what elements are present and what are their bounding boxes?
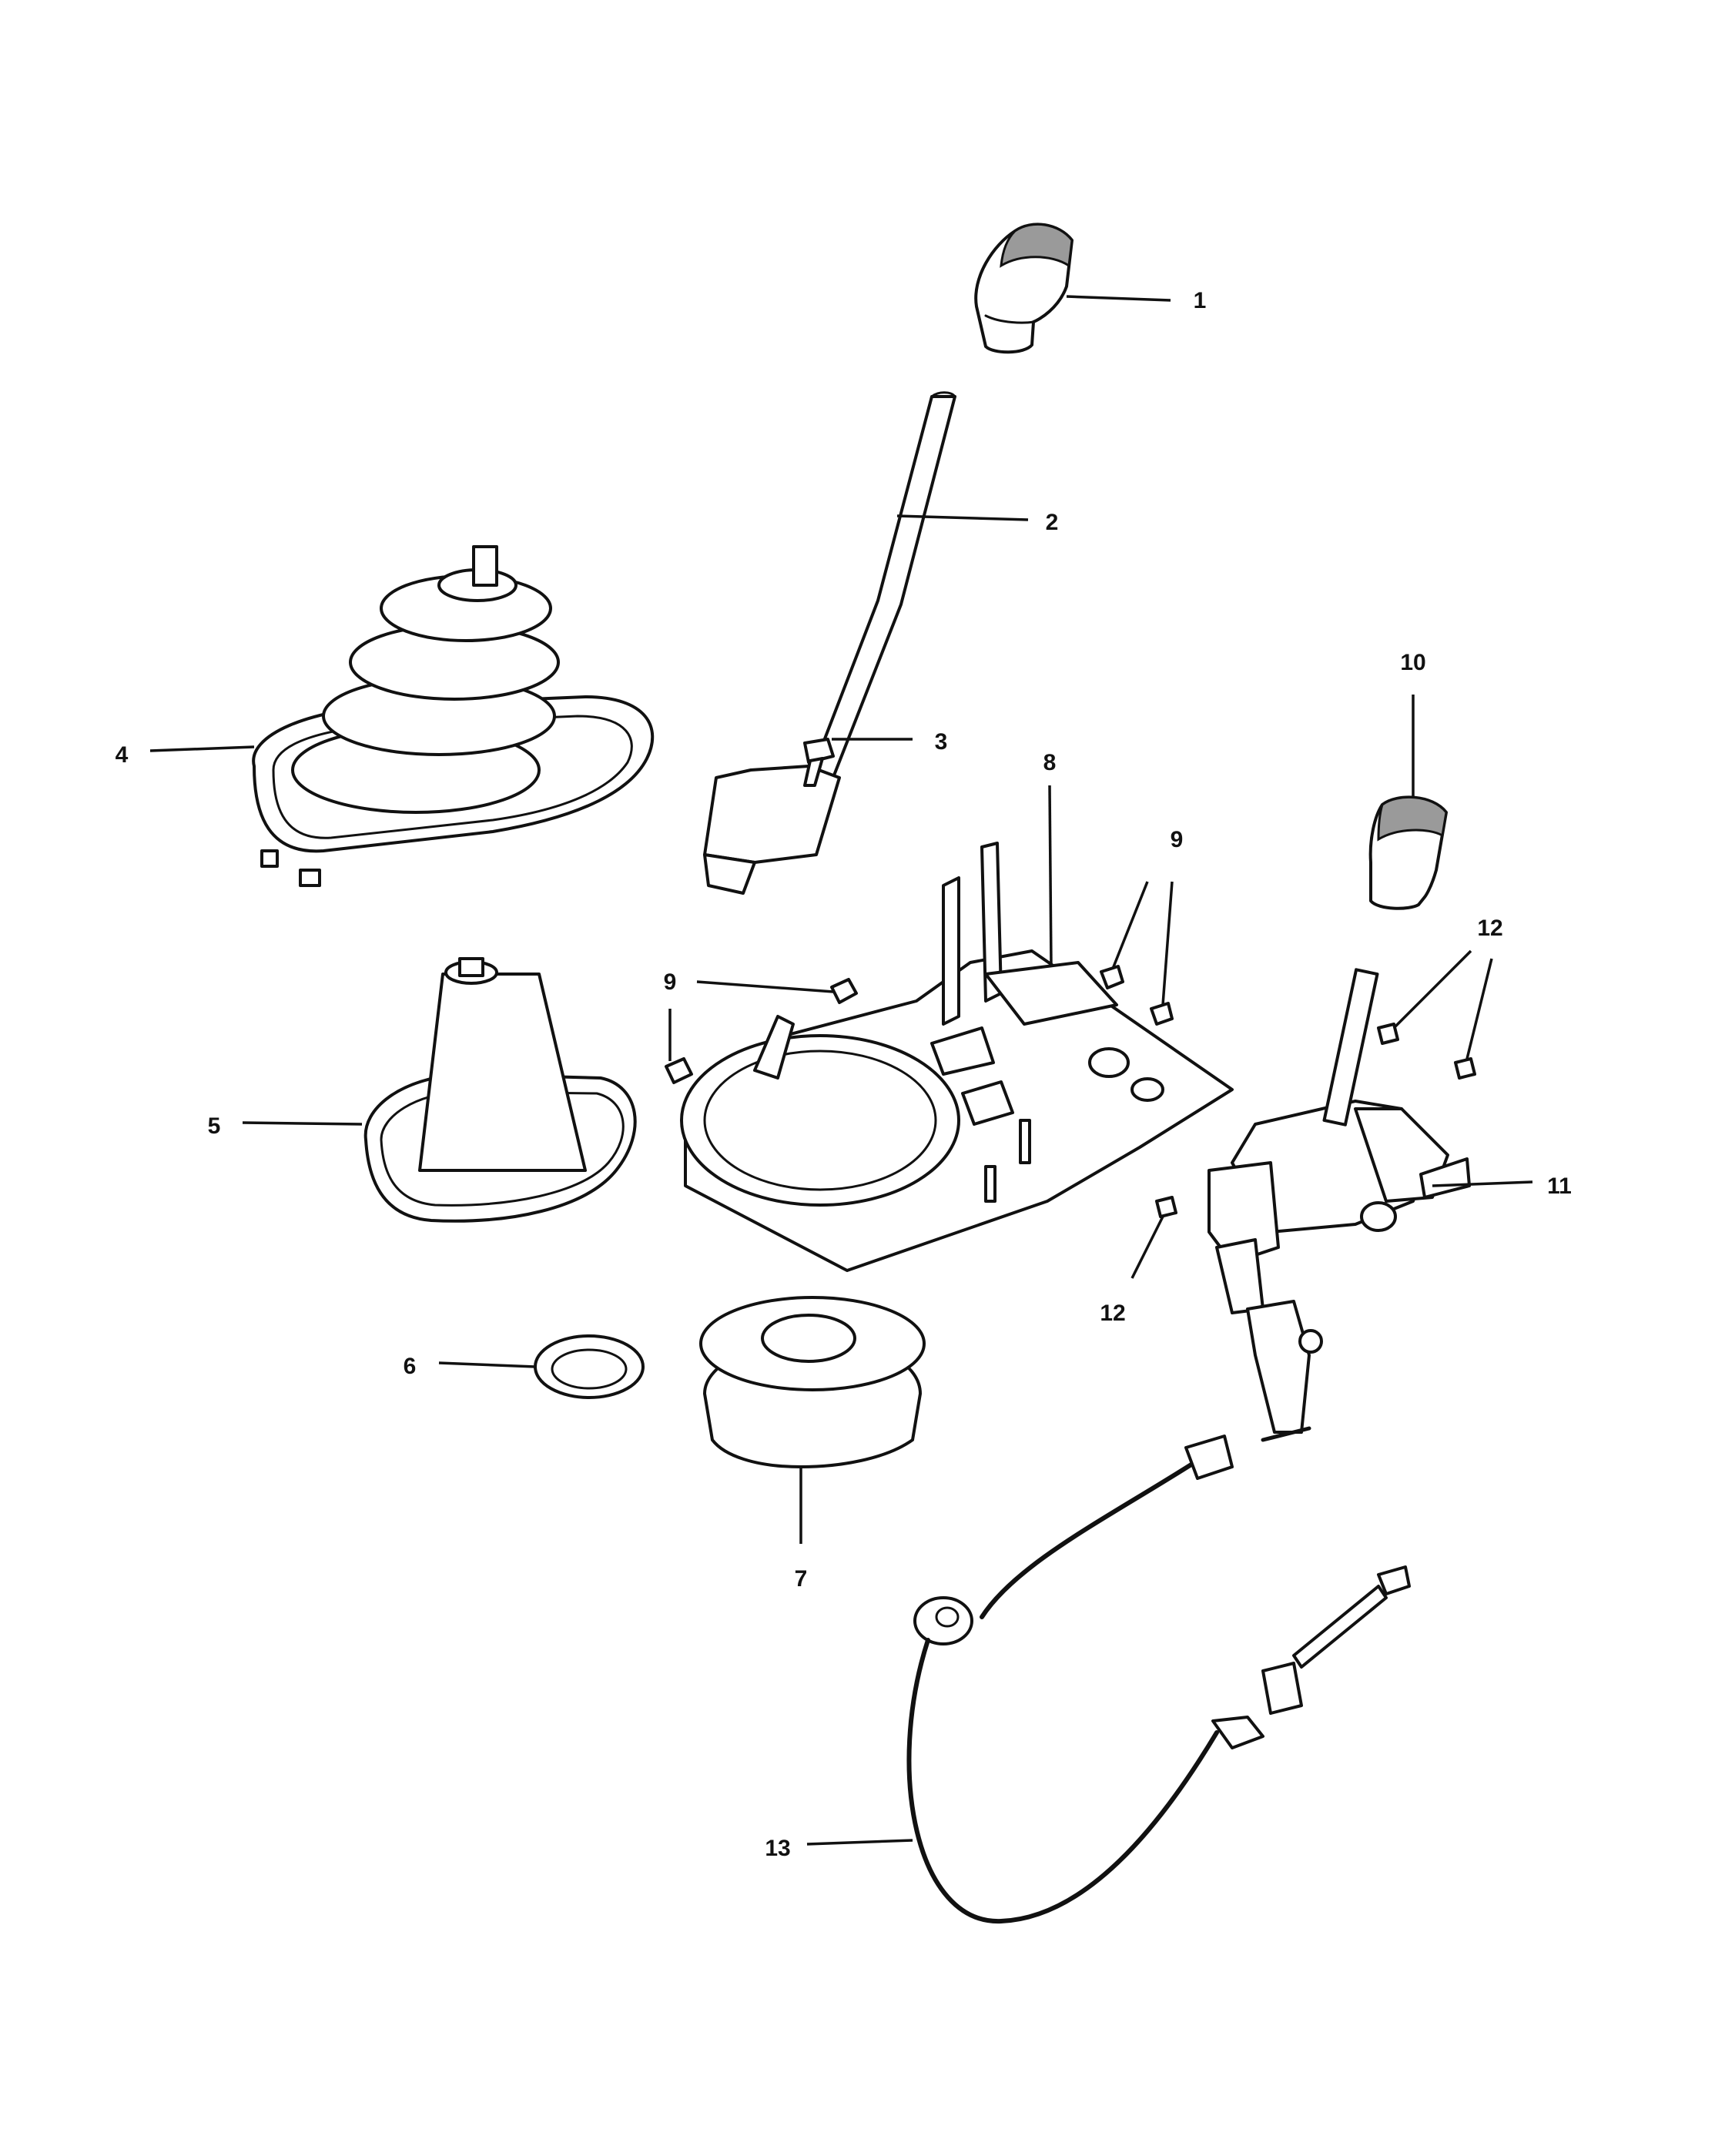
callout-1: 1 — [1194, 288, 1207, 313]
part-8-base-bracket — [680, 842, 1234, 1272]
part-9-nut-a — [830, 978, 858, 1004]
leader-9d — [1161, 881, 1174, 1006]
leader-11 — [1432, 1180, 1533, 1187]
leader-5 — [242, 1121, 363, 1126]
callout-12a: 12 — [1477, 916, 1502, 941]
leader-8 — [1048, 785, 1053, 967]
leader-9a — [696, 980, 834, 993]
part-4-outer-boot — [252, 545, 655, 887]
part-1-shift-knob — [974, 223, 1074, 354]
callout-3: 3 — [935, 729, 948, 755]
part-12-nut-a — [1377, 1023, 1399, 1045]
callout-4: 4 — [116, 742, 129, 768]
leader-lines — [149, 295, 1533, 1846]
callout-11: 11 — [1547, 1173, 1572, 1199]
callout-labels: 1 2 3 4 5 6 7 8 9 9 10 11 12 12 13 — [116, 288, 1572, 1861]
leader-4 — [149, 745, 255, 752]
part-10-shift-knob — [1368, 795, 1448, 910]
part-9-nut-b — [665, 1057, 693, 1084]
leader-6 — [438, 1361, 536, 1368]
part-3-bolt — [803, 738, 835, 787]
part-12-nut-c — [1155, 1196, 1177, 1218]
part-11-shifter-assembly — [1208, 968, 1471, 1434]
callout-7: 7 — [795, 1566, 808, 1592]
part-6-ring — [534, 1334, 645, 1399]
callout-9a: 9 — [664, 969, 677, 995]
callout-12c: 12 — [1100, 1301, 1125, 1326]
part-5-inner-boot — [363, 957, 637, 1223]
callout-2: 2 — [1046, 510, 1059, 535]
callout-9c: 9 — [1171, 827, 1184, 852]
part-9-nut-d — [1150, 1002, 1174, 1026]
part-12-nut-b — [1454, 1057, 1476, 1080]
leader-2 — [896, 514, 1029, 521]
leader-12b — [1465, 958, 1493, 1060]
part-2-shift-lever — [703, 391, 956, 895]
part-13-shift-cable — [906, 1426, 1411, 1924]
leader-12c — [1130, 1216, 1164, 1279]
part-9-nut-c — [1100, 965, 1124, 989]
part-7-bezel — [699, 1296, 926, 1468]
callout-5: 5 — [208, 1113, 221, 1139]
callout-13: 13 — [765, 1836, 790, 1861]
leader-9c — [1111, 881, 1149, 969]
leader-1 — [1066, 295, 1171, 302]
callout-10: 10 — [1400, 650, 1425, 675]
leader-12a — [1394, 949, 1472, 1028]
callout-6: 6 — [404, 1354, 417, 1379]
callout-8: 8 — [1043, 750, 1057, 775]
leader-13 — [806, 1839, 913, 1846]
